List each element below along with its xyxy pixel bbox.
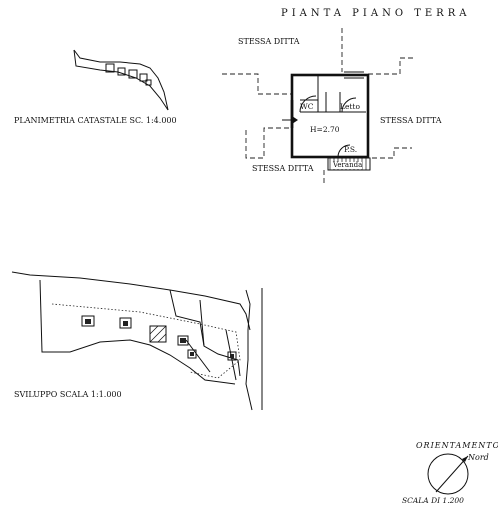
scale-label: SCALA DI 1.200 — [402, 496, 464, 505]
development-plan — [11, 271, 263, 411]
room-bed-label: Letto — [340, 102, 360, 111]
compass — [427, 453, 469, 495]
veranda-label: Veranda — [333, 161, 363, 169]
ground-floor-plan — [222, 28, 416, 186]
ground-floor-title: PIANTA PIANO TERRA — [281, 8, 471, 19]
north-label: Nord — [468, 453, 489, 462]
cadastral-label: PLANIMETRIA CATASTALE SC. 1:4.000 — [14, 116, 177, 125]
cadastral-plan — [73, 49, 169, 111]
orientation-title: ORIENTAMENTO — [416, 441, 498, 450]
same-owner-right-label: STESSA DITTA — [380, 116, 442, 125]
same-owner-top-label: STESSA DITTA — [238, 37, 300, 46]
same-owner-bottom-label: STESSA DITTA — [252, 164, 314, 173]
room-wc-label: WC — [300, 102, 314, 111]
room-ps-label: P.S. — [344, 145, 358, 154]
development-label: SVILUPPO SCALA 1:1.000 — [14, 390, 122, 399]
room-height-label: H=2.70 — [310, 125, 340, 134]
